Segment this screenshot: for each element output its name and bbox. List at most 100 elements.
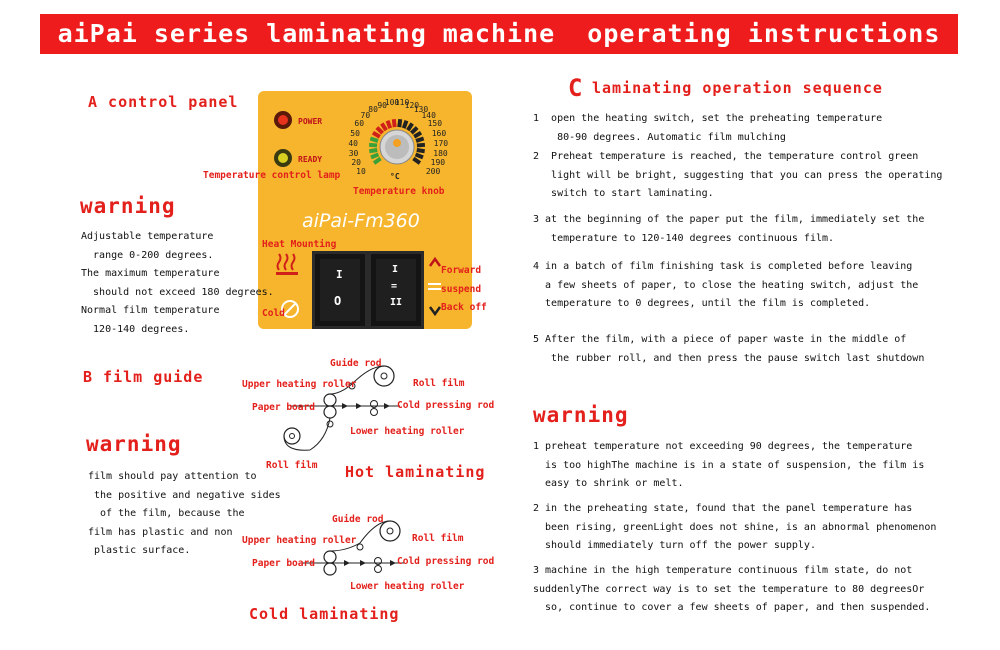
hot-roll-film-right-label: Roll film bbox=[413, 378, 465, 389]
page-title: aiPai series laminating machine operatin… bbox=[57, 19, 941, 48]
ready-label: READY bbox=[298, 155, 323, 164]
heat-mounting-label: Heat Mounting bbox=[262, 239, 337, 250]
warning-1-title: warning bbox=[80, 194, 176, 218]
dial-tick bbox=[380, 122, 388, 132]
hot-laminating-diagram bbox=[283, 365, 400, 451]
forward-arrow-icon bbox=[428, 256, 442, 267]
section-c-title: laminating operation sequence bbox=[592, 79, 883, 97]
hot-laminating-caption: Hot laminating bbox=[345, 463, 486, 481]
warning-3-item-1: 1 preheat temperature not exceeding 90 d… bbox=[533, 441, 925, 489]
step-1: 1 open the heating switch, set the prehe… bbox=[533, 113, 883, 143]
cold-icon bbox=[281, 300, 299, 318]
cold-label: Cold bbox=[262, 308, 285, 319]
dial-number: 190 bbox=[430, 158, 446, 168]
dial-tick bbox=[415, 136, 425, 143]
warning-2-text: film should pay attention to the positiv… bbox=[88, 471, 281, 556]
section-c-letter: C bbox=[568, 74, 583, 102]
dial-tick bbox=[369, 136, 379, 143]
rocker-forward-mark: I bbox=[392, 264, 399, 275]
dial-number: 10 bbox=[356, 167, 366, 177]
warning-1-text: Adjustable temperature range 0-200 degre… bbox=[81, 231, 274, 335]
dial-unit-label: °C bbox=[390, 172, 400, 181]
step-2: 2 Preheat temperature is reached, the te… bbox=[533, 151, 943, 199]
rocker-suspend-mark: = bbox=[391, 281, 398, 292]
dial-number: 20 bbox=[351, 158, 361, 168]
dial-tick bbox=[416, 148, 425, 154]
dial-tick bbox=[414, 152, 424, 160]
ready-lamp-icon bbox=[278, 153, 288, 163]
dial-number: 140 bbox=[421, 111, 436, 121]
warning-3-title: warning bbox=[533, 403, 629, 427]
title-banner bbox=[40, 14, 958, 54]
dial-number: 130 bbox=[413, 105, 429, 115]
dial-number: 70 bbox=[360, 111, 371, 121]
temperature-dial bbox=[368, 118, 426, 165]
cold-roll-film-right-label: Roll film bbox=[412, 533, 464, 544]
cold-cold-pressing-rod-label: Cold pressing rod bbox=[397, 556, 495, 567]
dial-tick bbox=[406, 122, 414, 132]
dial-number: 170 bbox=[433, 138, 449, 148]
hot-cold-pressing-rod-label: Cold pressing rod bbox=[397, 400, 495, 411]
dial-tick bbox=[413, 130, 423, 139]
dial-number: 60 bbox=[354, 119, 365, 129]
temperature-knob-label: Temperature knob bbox=[353, 186, 445, 197]
power-lamp-icon bbox=[278, 115, 288, 125]
dial-tick bbox=[401, 119, 409, 129]
dial-scale-ticks bbox=[368, 118, 426, 165]
dial-number: 180 bbox=[433, 148, 448, 158]
suspend-bar-icon bbox=[428, 283, 441, 285]
dial-tick bbox=[368, 142, 378, 148]
dial-tick bbox=[391, 118, 397, 128]
dial-number: 80 bbox=[368, 105, 378, 115]
warning-3-item-3: 3 machine in the high temperature contin… bbox=[533, 565, 931, 613]
cold-laminating-diagram bbox=[300, 520, 404, 576]
dial-tick bbox=[397, 118, 403, 128]
back-arrow-icon bbox=[428, 306, 442, 317]
rocker-back-mark: II bbox=[390, 297, 403, 308]
cold-guide-rod-label: Guide rod bbox=[332, 514, 384, 525]
cold-laminating-caption: Cold laminating bbox=[249, 605, 400, 623]
dial-tick bbox=[375, 126, 384, 135]
dial-tick bbox=[371, 130, 381, 139]
cold-paper-board-label: Paper board bbox=[252, 558, 315, 569]
dial-number: 120 bbox=[404, 100, 420, 110]
cold-lower-heating-roller-label: Lower heating roller bbox=[350, 581, 465, 592]
dial-number: 90 bbox=[377, 100, 387, 110]
heating-switch[interactable]: I O bbox=[312, 251, 368, 329]
dial-number: 100 bbox=[384, 98, 400, 108]
hot-roll-film-bottom-label: Roll film bbox=[266, 460, 318, 471]
section-b-title: B film guide bbox=[83, 368, 204, 386]
step-4: 4 in a batch of film finishing task is c… bbox=[533, 261, 919, 309]
model-name: aiPai-Fm360 bbox=[302, 210, 420, 232]
dial-tick bbox=[412, 156, 422, 165]
temperature-control-lamp-label: Temperature control lamp bbox=[203, 170, 341, 181]
warning-3-item-2: 2 in the preheating state, found that th… bbox=[533, 503, 937, 551]
dial-number: 200 bbox=[425, 167, 441, 177]
back-off-label: Back off bbox=[441, 302, 487, 313]
forward-label: Forward bbox=[441, 265, 482, 276]
rocker-off-mark: O bbox=[334, 294, 342, 308]
warning-2-title: warning bbox=[86, 432, 182, 456]
section-a-title: A control panel bbox=[88, 93, 239, 111]
hot-guide-rod-label: Guide rod bbox=[330, 358, 382, 369]
heat-icon bbox=[276, 253, 298, 275]
dial-number: 40 bbox=[348, 138, 358, 148]
dial-number: 110 bbox=[394, 98, 410, 108]
dial-tick bbox=[369, 148, 378, 154]
dial-tick bbox=[372, 156, 382, 165]
dial-tick bbox=[385, 119, 393, 129]
dial-number: 30 bbox=[348, 148, 359, 158]
hot-lower-heating-roller-label: Lower heating roller bbox=[350, 426, 465, 437]
step-3: 3 at the beginning of the paper put the … bbox=[533, 214, 925, 244]
dial-tick bbox=[410, 126, 419, 135]
rocker-on-mark: I bbox=[336, 268, 343, 281]
operating-switch[interactable]: I = II bbox=[368, 251, 424, 329]
dial-number: 50 bbox=[350, 128, 360, 138]
cold-upper-heating-roller-label: Upper heating roller bbox=[242, 535, 357, 546]
step-5: 5 After the film, with a piece of paper … bbox=[533, 334, 925, 364]
suspend-label: suspend bbox=[441, 284, 482, 295]
hot-paper-board-label: Paper board bbox=[252, 402, 315, 413]
hot-upper-heating-roller-label: Upper heating roller bbox=[242, 379, 357, 390]
power-label: POWER bbox=[298, 117, 323, 126]
